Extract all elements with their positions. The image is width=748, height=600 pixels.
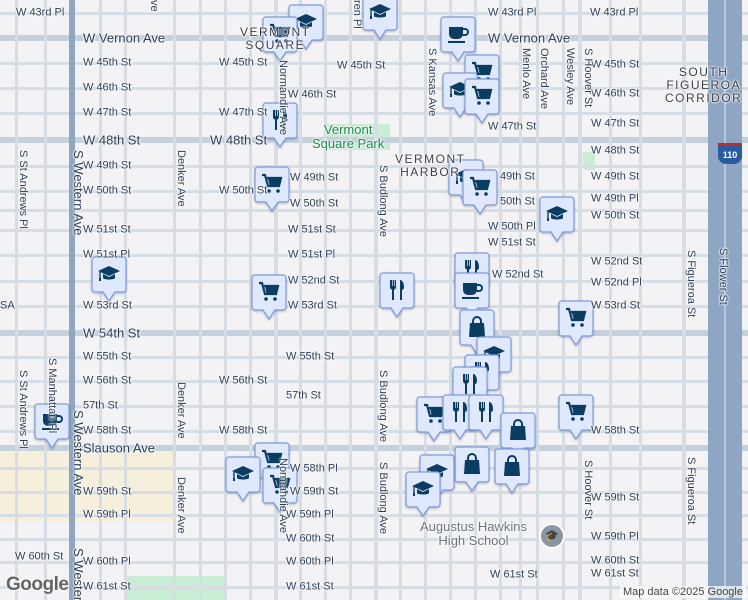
restaurant-icon <box>379 272 415 318</box>
marker-grocery[interactable] <box>462 169 498 215</box>
school-icon <box>539 196 575 242</box>
marker-school[interactable] <box>91 256 127 302</box>
grocery-icon <box>251 274 287 320</box>
grocery-icon <box>558 300 594 346</box>
marker-grocery[interactable] <box>464 78 500 124</box>
marker-shopping[interactable] <box>454 446 490 492</box>
school-icon <box>405 471 441 517</box>
map-attribution[interactable]: Map data ©2025 Google <box>619 586 746 598</box>
marker-restaurant[interactable] <box>262 102 298 148</box>
grocery-icon <box>262 16 298 62</box>
marker-restaurant[interactable] <box>379 272 415 318</box>
street <box>423 0 427 600</box>
street <box>248 0 252 600</box>
school-icon <box>91 256 127 302</box>
street <box>448 0 452 600</box>
marker-grocery[interactable] <box>558 300 594 346</box>
shopping-icon <box>454 446 490 492</box>
commercial-area <box>0 452 174 522</box>
marker-restaurant[interactable] <box>468 394 504 440</box>
street <box>172 0 176 600</box>
marker-cafe[interactable] <box>440 16 476 62</box>
western-ave <box>69 0 75 600</box>
cafe-icon <box>34 403 70 449</box>
street <box>374 0 378 600</box>
street <box>608 0 612 600</box>
grocery-icon <box>464 78 500 124</box>
street <box>535 0 539 600</box>
street <box>561 0 565 600</box>
street <box>348 0 352 600</box>
marker-cafe[interactable] <box>34 403 70 449</box>
grocery-icon <box>558 394 594 440</box>
marker-school[interactable] <box>225 456 261 502</box>
restaurant-icon <box>262 102 298 148</box>
street <box>98 0 102 600</box>
street <box>43 0 47 600</box>
marker-school[interactable] <box>539 196 575 242</box>
street <box>682 0 686 600</box>
marker-grocery[interactable] <box>251 274 287 320</box>
grocery-icon <box>254 166 290 212</box>
marker-school[interactable] <box>405 471 441 517</box>
street <box>638 0 642 600</box>
street <box>14 0 18 600</box>
street <box>323 0 327 600</box>
street <box>498 0 502 600</box>
cafe-icon <box>440 16 476 62</box>
interstate-110-shield: 110 <box>718 143 742 164</box>
school-poi-icon[interactable]: 🎓 <box>539 523 565 549</box>
street <box>578 0 582 600</box>
street <box>298 0 302 600</box>
freeway-divider <box>724 0 726 600</box>
marker-grocery[interactable] <box>558 394 594 440</box>
grocery-icon <box>462 169 498 215</box>
school-icon <box>362 0 398 40</box>
street <box>223 0 227 600</box>
marker-grocery[interactable] <box>262 467 298 513</box>
school-icon <box>225 456 261 502</box>
grocery-icon <box>262 467 298 513</box>
street <box>518 0 522 600</box>
street <box>198 0 202 600</box>
marker-school[interactable] <box>362 0 398 40</box>
marker-grocery[interactable] <box>254 166 290 212</box>
marker-grocery[interactable] <box>262 16 298 62</box>
street <box>123 0 127 600</box>
shopping-icon <box>494 448 530 494</box>
marker-shopping[interactable] <box>494 448 530 494</box>
google-logo: Google <box>6 574 69 595</box>
restaurant-icon <box>468 394 504 440</box>
